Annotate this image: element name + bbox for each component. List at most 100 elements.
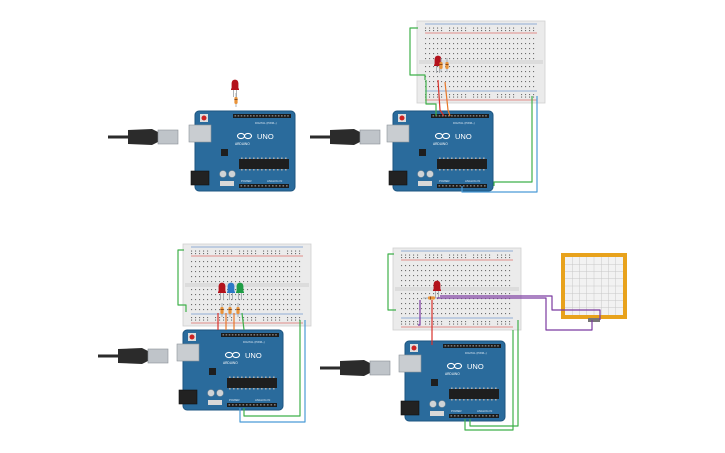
- red-led[interactable]: [433, 280, 441, 298]
- chip-pin: [475, 157, 477, 159]
- wire[interactable]: [239, 320, 306, 423]
- header-pin: [478, 345, 481, 347]
- chip-pin: [285, 157, 287, 159]
- wire[interactable]: [440, 295, 601, 320]
- usb-connector: [359, 129, 381, 145]
- header-pin: [272, 334, 274, 336]
- wire[interactable]: [437, 297, 593, 331]
- usb-cable[interactable]: [320, 360, 391, 376]
- wire[interactable]: [493, 96, 533, 186]
- wire[interactable]: [243, 320, 301, 417]
- reset-button-cap[interactable]: [201, 115, 207, 121]
- resistor[interactable]: [439, 58, 443, 72]
- resistor[interactable]: [228, 303, 232, 317]
- led-rim: [227, 291, 235, 293]
- wire[interactable]: [444, 81, 451, 117]
- reset-button-cap[interactable]: [189, 334, 195, 340]
- header-pin: [489, 415, 491, 417]
- header-pin: [464, 415, 467, 417]
- header-pin: [281, 115, 283, 117]
- resistor-body: [228, 307, 232, 314]
- header-pin: [475, 415, 477, 417]
- chip-pin: [229, 376, 231, 378]
- wire[interactable]: [461, 96, 538, 193]
- led-rim: [434, 64, 442, 66]
- blue-led[interactable]: [227, 282, 235, 300]
- wire[interactable]: [425, 80, 437, 116]
- center-trench: [395, 287, 519, 291]
- chip-pin: [471, 387, 473, 389]
- resistor[interactable]: [220, 303, 224, 317]
- wire[interactable]: [469, 320, 519, 427]
- touch-panel[interactable]: [561, 253, 627, 322]
- board-pcb: [182, 329, 284, 411]
- header-pin: [268, 115, 271, 117]
- header-pin: [466, 185, 469, 187]
- resistor[interactable]: [423, 296, 438, 300]
- red-led[interactable]: [218, 282, 226, 300]
- chip-pin: [455, 387, 457, 389]
- resistor-band: [234, 99, 238, 100]
- header-pin: [222, 334, 225, 336]
- usb-cable-wire: [320, 366, 346, 370]
- header-pin: [456, 345, 459, 347]
- resistor[interactable]: [236, 303, 240, 317]
- green-led[interactable]: [236, 282, 244, 300]
- resistor-body: [439, 62, 443, 69]
- header-pin: [463, 115, 466, 117]
- chip-pin: [491, 387, 493, 389]
- wire[interactable]: [241, 312, 245, 331]
- chip-pin: [443, 157, 445, 159]
- header-pin: [249, 404, 252, 406]
- chip-pin: [253, 376, 255, 378]
- wire[interactable]: [437, 79, 445, 117]
- chip-pin: [483, 157, 485, 159]
- power-jack: [190, 170, 210, 186]
- usb-cable[interactable]: [98, 348, 169, 364]
- chip-pin: [455, 157, 457, 159]
- capacitor: [228, 170, 236, 178]
- header-pin: [238, 334, 240, 336]
- microcontroller-chip: [437, 159, 487, 169]
- header-pin: [468, 415, 470, 417]
- red-led[interactable]: [231, 79, 239, 97]
- chip-pin: [249, 388, 251, 390]
- wire[interactable]: [387, 253, 396, 311]
- wire[interactable]: [418, 300, 421, 326]
- usb-cable[interactable]: [310, 129, 381, 145]
- header-pin: [459, 185, 462, 187]
- wire[interactable]: [464, 330, 514, 431]
- chip-pin: [261, 388, 263, 390]
- header-pin: [475, 115, 478, 117]
- header-pin: [268, 185, 271, 187]
- usb-cable[interactable]: [108, 129, 179, 145]
- chip-pin: [285, 169, 287, 171]
- resistor[interactable]: [445, 58, 449, 72]
- usb-plug-body: [128, 129, 158, 145]
- reset-button-cap[interactable]: [411, 345, 417, 351]
- breadboard[interactable]: [392, 247, 522, 331]
- wire[interactable]: [177, 249, 187, 312]
- chip-pin: [451, 387, 453, 389]
- breadboard[interactable]: [182, 243, 312, 327]
- usb-chip: [419, 149, 426, 156]
- chip-pin: [475, 387, 477, 389]
- capacitor: [417, 170, 425, 178]
- resistor[interactable]: [234, 93, 238, 107]
- wire[interactable]: [409, 27, 426, 80]
- header-pin: [444, 345, 447, 347]
- reset-button-cap[interactable]: [399, 115, 405, 121]
- resistor-band: [220, 309, 224, 310]
- header-pin: [272, 185, 274, 187]
- header-pin: [484, 345, 487, 347]
